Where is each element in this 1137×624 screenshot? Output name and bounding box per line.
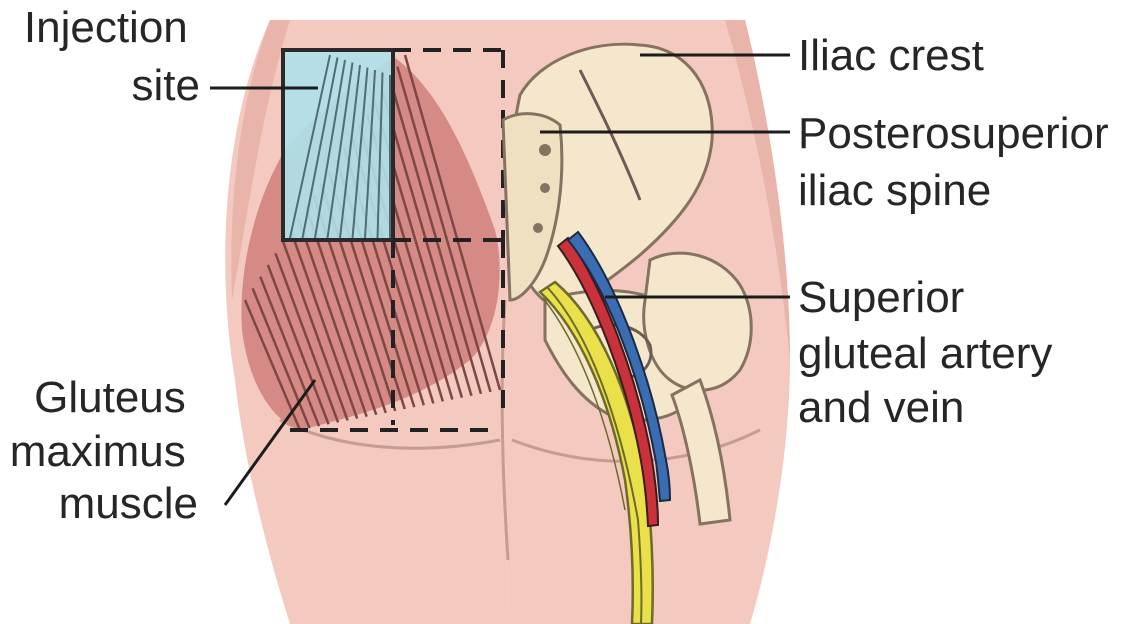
label-posterosuperior-iliac-spine: Posterosuperior iliac spine (798, 109, 1121, 215)
injection-site-area (283, 50, 393, 240)
sacral-foramen-2 (540, 183, 550, 193)
label-superior-gluteal: Superior gluteal artery and vein (798, 273, 1065, 432)
label-gluteus-maximus: Gluteus maximus muscle (10, 373, 198, 528)
label-injection-site: Injection site (24, 3, 200, 110)
injection-site-quadrant (283, 50, 393, 240)
label-iliac-crest: Iliac crest (798, 31, 984, 80)
sacral-foramen-3 (533, 223, 543, 233)
sacral-foramen-1 (539, 144, 551, 156)
